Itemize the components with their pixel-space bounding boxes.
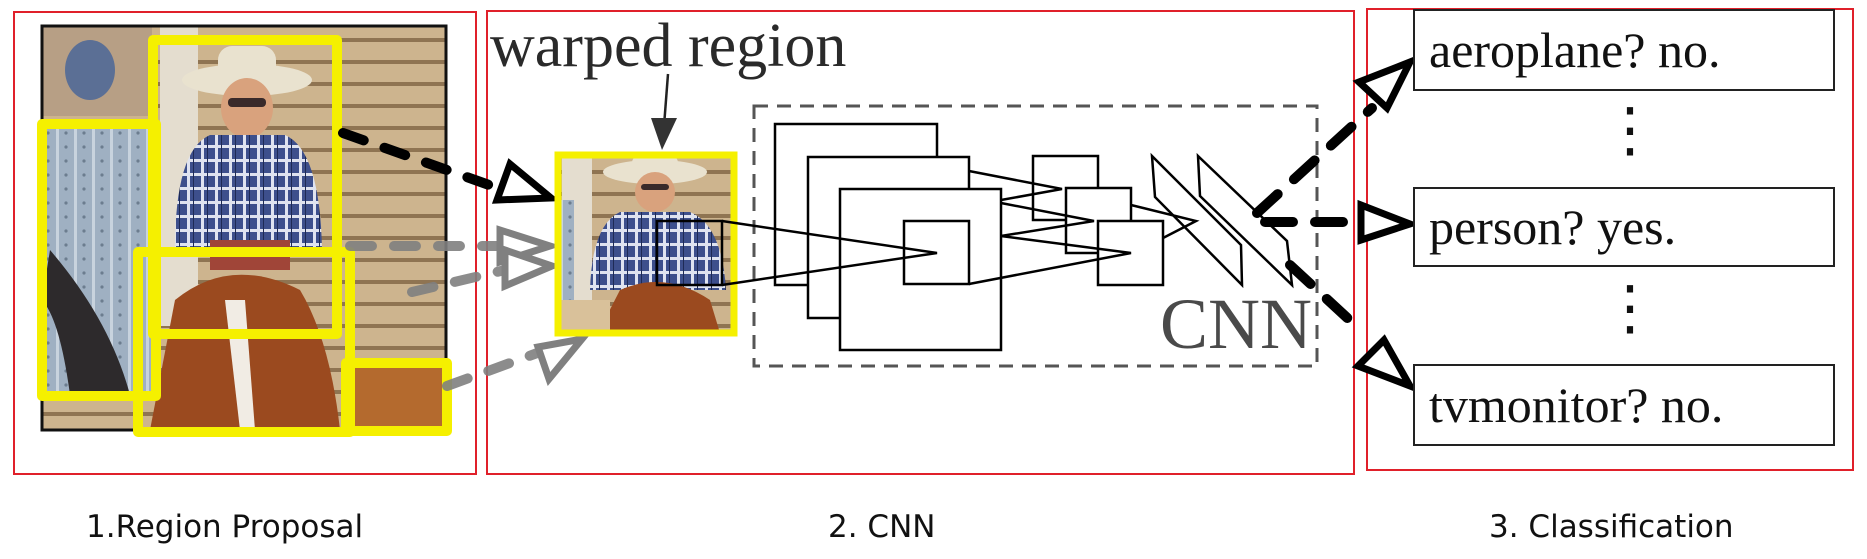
- projection-lines-input: [721, 219, 938, 287]
- proposal-arrow-dark: [338, 128, 525, 201]
- proposal-arrow-gray-3: [442, 347, 545, 391]
- output-arrow-aeroplane: [1252, 103, 1377, 218]
- arrowhead-tvmonitor: [1351, 334, 1418, 393]
- output-arrow-tvmonitor: [1285, 260, 1361, 331]
- warped-region-pointer: [662, 73, 670, 127]
- result-text: aeroplane? no.: [1429, 22, 1721, 78]
- stage-label-classification: 3. Classification: [1489, 509, 1734, 545]
- conv-layer-3: [838, 187, 1003, 352]
- classification-result-person: person? yes.: [1413, 187, 1835, 267]
- classification-result-tvmonitor: tvmonitor? no.: [1413, 364, 1835, 446]
- arrowhead-gray-2: [501, 245, 562, 292]
- proposal-box-horse: [133, 247, 355, 437]
- ellipsis-2: ⋮: [1600, 273, 1660, 343]
- conv-kernel-box: [902, 219, 971, 286]
- ellipsis-1: ⋮: [1600, 95, 1660, 165]
- projection-lines-1: [968, 169, 1063, 202]
- input-photo: [42, 26, 446, 430]
- warped-region-frame: [554, 151, 738, 337]
- warped-region-image: [558, 155, 734, 333]
- cnn-label: CNN: [1160, 284, 1312, 364]
- result-text: tvmonitor? no.: [1429, 377, 1724, 433]
- arrowhead-gray-3: [533, 333, 591, 387]
- classification-result-aeroplane: aeroplane? no.: [1413, 9, 1835, 91]
- proposal-box-person: [148, 35, 342, 339]
- cnn-dashed-frame: [752, 104, 1319, 368]
- result-text: person? yes.: [1429, 199, 1677, 255]
- stage-label-cnn: 2. CNN: [828, 509, 936, 545]
- projection-lines-4: [1130, 203, 1200, 240]
- proposal-box-small: [341, 358, 452, 436]
- receptive-field-box: [655, 219, 724, 287]
- stage-label-region-proposal: 1.Region Proposal: [86, 509, 364, 545]
- warped-region-pointer-head: [651, 118, 677, 150]
- arrowhead-dark: [491, 158, 561, 204]
- projection-lines-2: [1000, 201, 1095, 238]
- proposal-arrow-gray-2: [407, 265, 510, 297]
- arrowhead-aeroplane: [1352, 55, 1418, 114]
- projection-lines-3: [968, 234, 1132, 286]
- warped-region-label: warped region: [490, 12, 846, 80]
- fc-layer-1: [1150, 152, 1244, 289]
- arrowhead-person: [1357, 199, 1421, 245]
- stage-region-proposal-frame: [13, 11, 477, 475]
